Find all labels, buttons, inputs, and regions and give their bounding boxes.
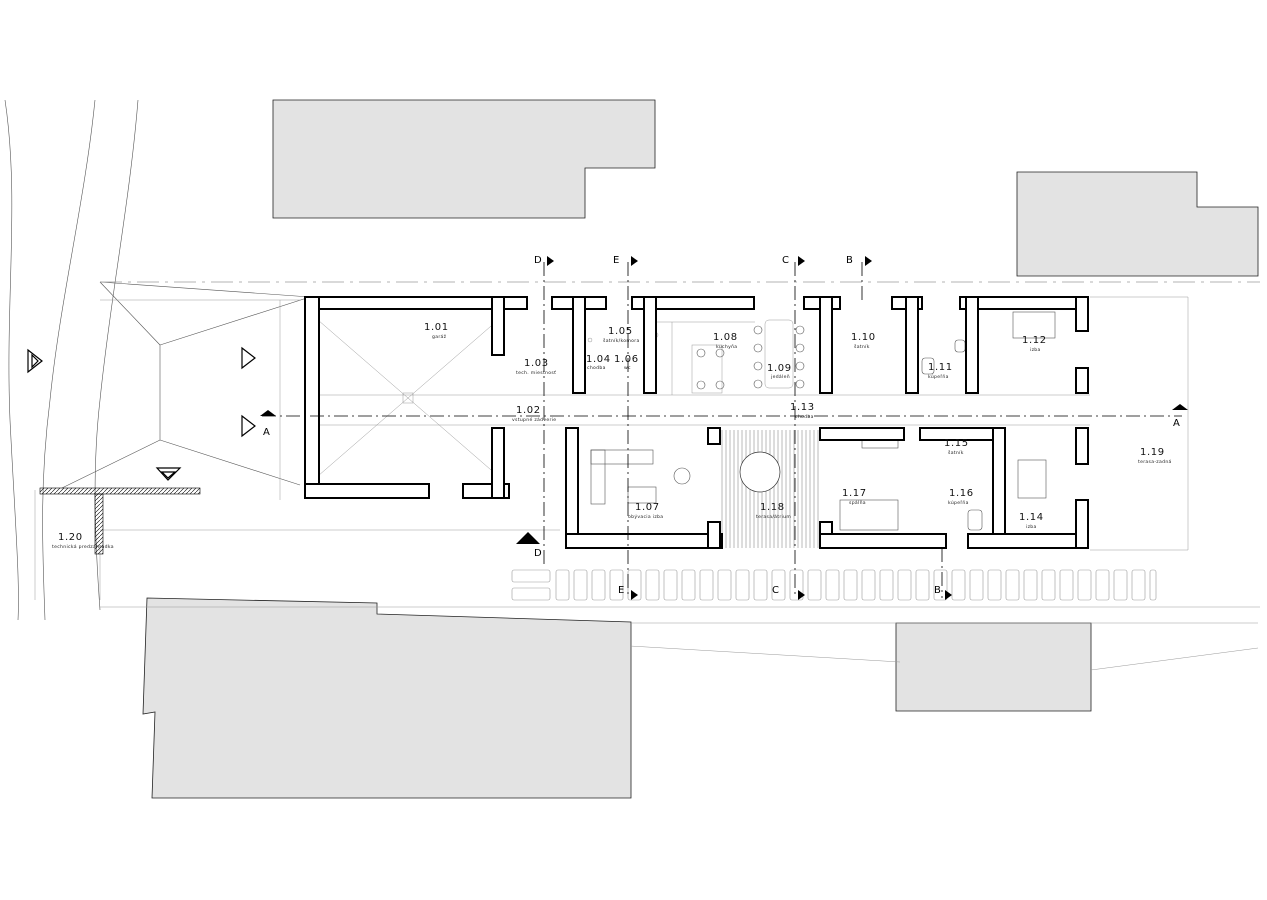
site-lines <box>4 99 1260 671</box>
room-number: 1.19 <box>1140 447 1165 458</box>
room-number: 1.07 <box>635 502 660 513</box>
room-name: kuchyňa <box>716 343 737 350</box>
section-marker-d-top: D <box>534 255 554 266</box>
room-name: kúpeľňa <box>928 373 949 380</box>
room-1-13: 1.13 chodba <box>790 402 815 420</box>
room-number: 1.12 <box>1022 335 1047 346</box>
section-lines <box>262 262 1182 598</box>
section-letter: B <box>934 585 941 596</box>
section-letter: B <box>846 255 853 266</box>
section-letter: A <box>1173 418 1180 429</box>
room-name: chodba <box>795 414 814 420</box>
room-name: šatník/komora <box>603 337 640 344</box>
atrium-deck <box>721 430 819 548</box>
section-letter: D <box>534 548 542 559</box>
room-1-18: 1.18 terasa/átrium <box>756 502 791 520</box>
parking-stalls <box>511 569 1157 601</box>
front-garden-wall <box>39 487 201 495</box>
room-name: jedáleň <box>770 373 790 380</box>
room-name: terasa-zadná <box>1138 458 1172 465</box>
room-name: šatník <box>854 343 870 350</box>
room-number: 1.17 <box>842 488 867 499</box>
room-1-20: 1.20 technická predzáhradka <box>52 532 114 550</box>
room-1-08: 1.08 kuchyňa <box>713 332 738 350</box>
section-marker-d-bottom: D <box>516 532 542 559</box>
room-number: 1.08 <box>713 332 738 343</box>
room-name: spálňa <box>849 499 866 506</box>
room-1-05: 1.05 šatník/komora <box>603 326 640 344</box>
room-number: 1.14 <box>1019 512 1044 523</box>
room-number: 1.15 <box>944 438 969 449</box>
section-marker-c-bottom: C <box>772 585 805 600</box>
furniture <box>590 311 1056 531</box>
room-1-12: 1.12 izba <box>1022 335 1047 353</box>
room-name: izba <box>1026 524 1037 530</box>
room-1-16: 1.16 kúpeľňa <box>948 488 974 506</box>
room-name: tech. miestnosť <box>516 370 556 376</box>
section-marker-e-bottom: E <box>618 585 638 600</box>
room-number: 1.06 <box>614 354 639 365</box>
room-1-09: 1.09 jedáleň <box>767 363 792 380</box>
room-1-01: 1.01 garáž <box>424 322 449 340</box>
front-garden-wall-side <box>94 493 104 555</box>
room-1-11: 1.11 kúpeľňa <box>928 362 953 380</box>
room-name: chodba <box>587 365 606 371</box>
room-1-19: 1.19 terasa-zadná <box>1138 447 1172 465</box>
walls <box>304 296 1089 549</box>
room-1-02: 1.02 vstupné zádverie <box>512 405 556 423</box>
neighbor-building-southeast <box>895 622 1092 712</box>
room-name: garáž <box>432 333 447 340</box>
room-number: 1.20 <box>58 532 83 543</box>
room-name: izba <box>1030 347 1041 353</box>
section-letter: D <box>534 255 542 266</box>
room-number: 1.01 <box>424 322 449 333</box>
section-marker-b-bottom: B <box>934 585 952 600</box>
room-1-17: 1.17 spálňa <box>842 488 867 506</box>
neighbor-building-north <box>272 99 656 219</box>
room-name: kúpeľňa <box>948 499 969 506</box>
room-1-10: 1.10 šatník <box>851 332 876 350</box>
interior-lines <box>305 319 1090 477</box>
section-marker-b-top: B <box>846 255 872 266</box>
section-marker-a-right: A <box>1172 404 1188 429</box>
room-name: šatník <box>948 449 964 456</box>
room-1-03: 1.03 tech. miestnosť <box>516 358 556 376</box>
room-name: wc <box>624 366 631 371</box>
room-number: 1.16 <box>949 488 974 499</box>
room-1-15: 1.15 šatník <box>944 438 969 456</box>
room-name: terasa/átrium <box>756 513 791 520</box>
room-1-04: 1.04 chodba <box>586 354 611 371</box>
section-letter: C <box>772 585 779 596</box>
room-labels: 1.01 garáž 1.02 vstupné zádverie 1.03 te… <box>52 322 1172 550</box>
neighbor-building-northeast <box>1016 171 1259 277</box>
section-marker-e-top: E <box>613 255 638 266</box>
room-number: 1.03 <box>524 358 549 369</box>
room-name: technická predzáhradka <box>52 543 114 550</box>
room-1-07: 1.07 obývacia izba <box>628 502 663 520</box>
room-number: 1.04 <box>586 354 611 365</box>
room-name: vstupné zádverie <box>512 416 556 423</box>
section-letter: C <box>782 255 789 266</box>
room-number: 1.09 <box>767 363 792 374</box>
room-1-06: 1.06 wc <box>614 354 639 371</box>
entrance-arrow-icons <box>27 346 256 481</box>
room-number: 1.18 <box>760 502 785 513</box>
room-number: 1.05 <box>608 326 633 337</box>
section-letter: E <box>618 585 624 596</box>
section-letter: A <box>263 427 270 438</box>
atrium-table <box>739 451 781 493</box>
room-number: 1.02 <box>516 405 541 416</box>
room-number: 1.10 <box>851 332 876 343</box>
section-letter: E <box>613 255 619 266</box>
room-1-14: 1.14 izba <box>1019 512 1044 530</box>
room-number: 1.11 <box>928 362 953 373</box>
room-name: obývacia izba <box>628 513 663 520</box>
section-marker-a-left: A <box>260 410 276 438</box>
room-number: 1.13 <box>790 402 815 413</box>
neighbor-building-south <box>142 597 632 799</box>
section-marker-c-top: C <box>782 255 805 266</box>
